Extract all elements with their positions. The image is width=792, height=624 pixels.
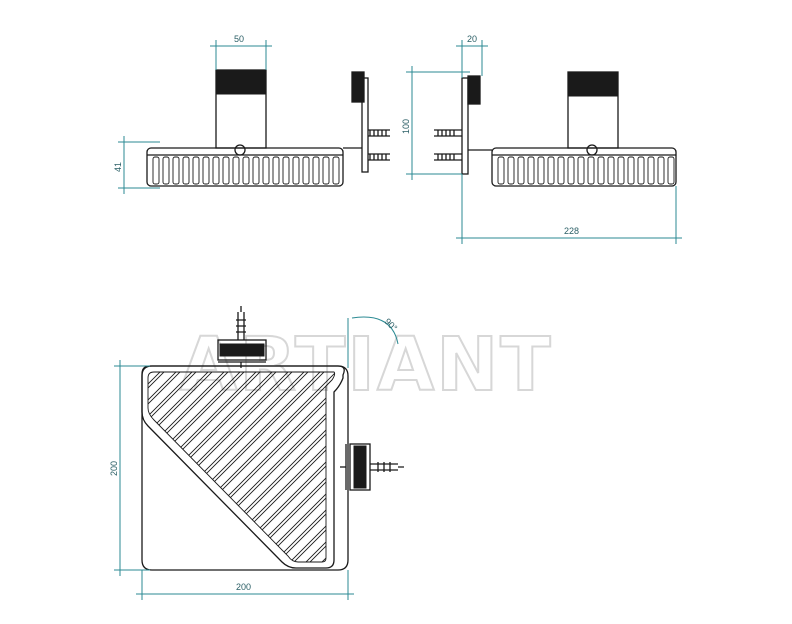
plan-bar <box>148 372 315 562</box>
basket-bar <box>282 156 290 185</box>
basket-bar <box>577 156 585 185</box>
dim-side-height: 100 <box>401 119 411 134</box>
plan-bar-edge <box>148 372 255 562</box>
basket-bar <box>322 156 330 185</box>
basket-bar <box>567 156 575 185</box>
plan-bar-edge <box>267 372 335 562</box>
basket-bar <box>657 156 665 185</box>
plan-bar-edge <box>0 362 142 572</box>
basket-bar <box>292 156 300 185</box>
front-view: 50 41 <box>113 34 390 194</box>
dim-plan-width: 200 <box>236 582 251 592</box>
angle-arc <box>351 316 399 345</box>
plan-top-plug <box>236 306 246 340</box>
plan-bar-edge <box>148 372 223 562</box>
basket-bar <box>332 156 340 185</box>
plan-top-bracket <box>217 339 267 361</box>
plan-bar-edge <box>283 372 335 562</box>
plan-bar <box>148 372 203 562</box>
front-wall-plugs <box>368 129 390 161</box>
side-basket-bars <box>497 156 675 185</box>
plan-bar <box>148 372 283 562</box>
dim-plan-height: 200 <box>109 461 119 476</box>
basket-bar <box>182 156 190 185</box>
basket-bar <box>637 156 645 185</box>
basket-bar <box>152 156 160 185</box>
basket-bar <box>242 156 250 185</box>
dim-front-width: 50 <box>234 34 244 44</box>
plan-bar-edge <box>148 372 271 562</box>
plan-bar <box>148 372 235 562</box>
plan-bar-edge <box>235 372 335 562</box>
front-basket-bars <box>152 156 340 185</box>
plan-bar <box>148 372 171 562</box>
side-wall-plate <box>461 77 469 175</box>
side-block-dark-band <box>567 71 619 97</box>
plan-bar <box>148 372 187 562</box>
basket-bar <box>527 156 535 185</box>
basket-bar <box>557 156 565 185</box>
basket-bar <box>302 156 310 185</box>
basket-bar <box>587 156 595 185</box>
basket-bar <box>262 156 270 185</box>
front-wall-plate <box>361 77 369 173</box>
plan-basket-outline <box>141 365 345 569</box>
dim-front-height: 41 <box>113 162 123 172</box>
plan-bar <box>148 372 219 562</box>
plan-bar-edge <box>148 372 191 562</box>
front-screw <box>234 144 246 156</box>
watermark-text: ARTIANT <box>180 322 553 408</box>
plan-right-plug <box>370 462 404 472</box>
basket-bar <box>232 156 240 185</box>
basket-bar <box>617 156 625 185</box>
basket-bar <box>507 156 515 185</box>
plan-right-bracket-dark <box>353 445 367 489</box>
basket-bar <box>547 156 555 185</box>
plan-bar-edge <box>251 372 335 562</box>
side-basket-outline <box>491 147 677 187</box>
basket-bar <box>192 156 200 185</box>
plan-bar <box>279 372 335 562</box>
basket-bar <box>597 156 605 185</box>
plan-bar <box>263 372 335 562</box>
basket-bar <box>272 156 280 185</box>
basket-bar <box>607 156 615 185</box>
dim-side-depth: 20 <box>467 34 477 44</box>
side-bracket-dark <box>467 75 481 105</box>
side-wall-plugs <box>434 129 462 161</box>
basket-bar <box>162 156 170 185</box>
basket-bar <box>212 156 220 185</box>
plan-bar-edge <box>148 372 207 562</box>
front-basket-outline <box>146 147 344 187</box>
plan-bar <box>148 372 267 562</box>
basket-bar <box>647 156 655 185</box>
basket-bar <box>172 156 180 185</box>
basket-bar <box>222 156 230 185</box>
basket-bar <box>537 156 545 185</box>
basket-bar <box>312 156 320 185</box>
plan-bar-edge <box>148 372 159 562</box>
basket-bar <box>627 156 635 185</box>
basket-bar <box>252 156 260 185</box>
plan-right-bracket <box>349 443 371 491</box>
plan-bar-edge <box>148 372 239 562</box>
dim-side-length: 228 <box>564 226 579 236</box>
basket-bar <box>517 156 525 185</box>
plan-top-bracket-dark <box>219 343 265 357</box>
basket-bar <box>497 156 505 185</box>
plan-bar-edge <box>148 372 319 562</box>
plan-bar <box>247 372 335 562</box>
basket-bar <box>202 156 210 185</box>
basket-bar <box>667 156 675 185</box>
side-view: 20 100 228 <box>401 34 682 244</box>
plan-bar <box>148 372 251 562</box>
side-screw <box>586 144 598 156</box>
plan-bar <box>148 372 155 562</box>
